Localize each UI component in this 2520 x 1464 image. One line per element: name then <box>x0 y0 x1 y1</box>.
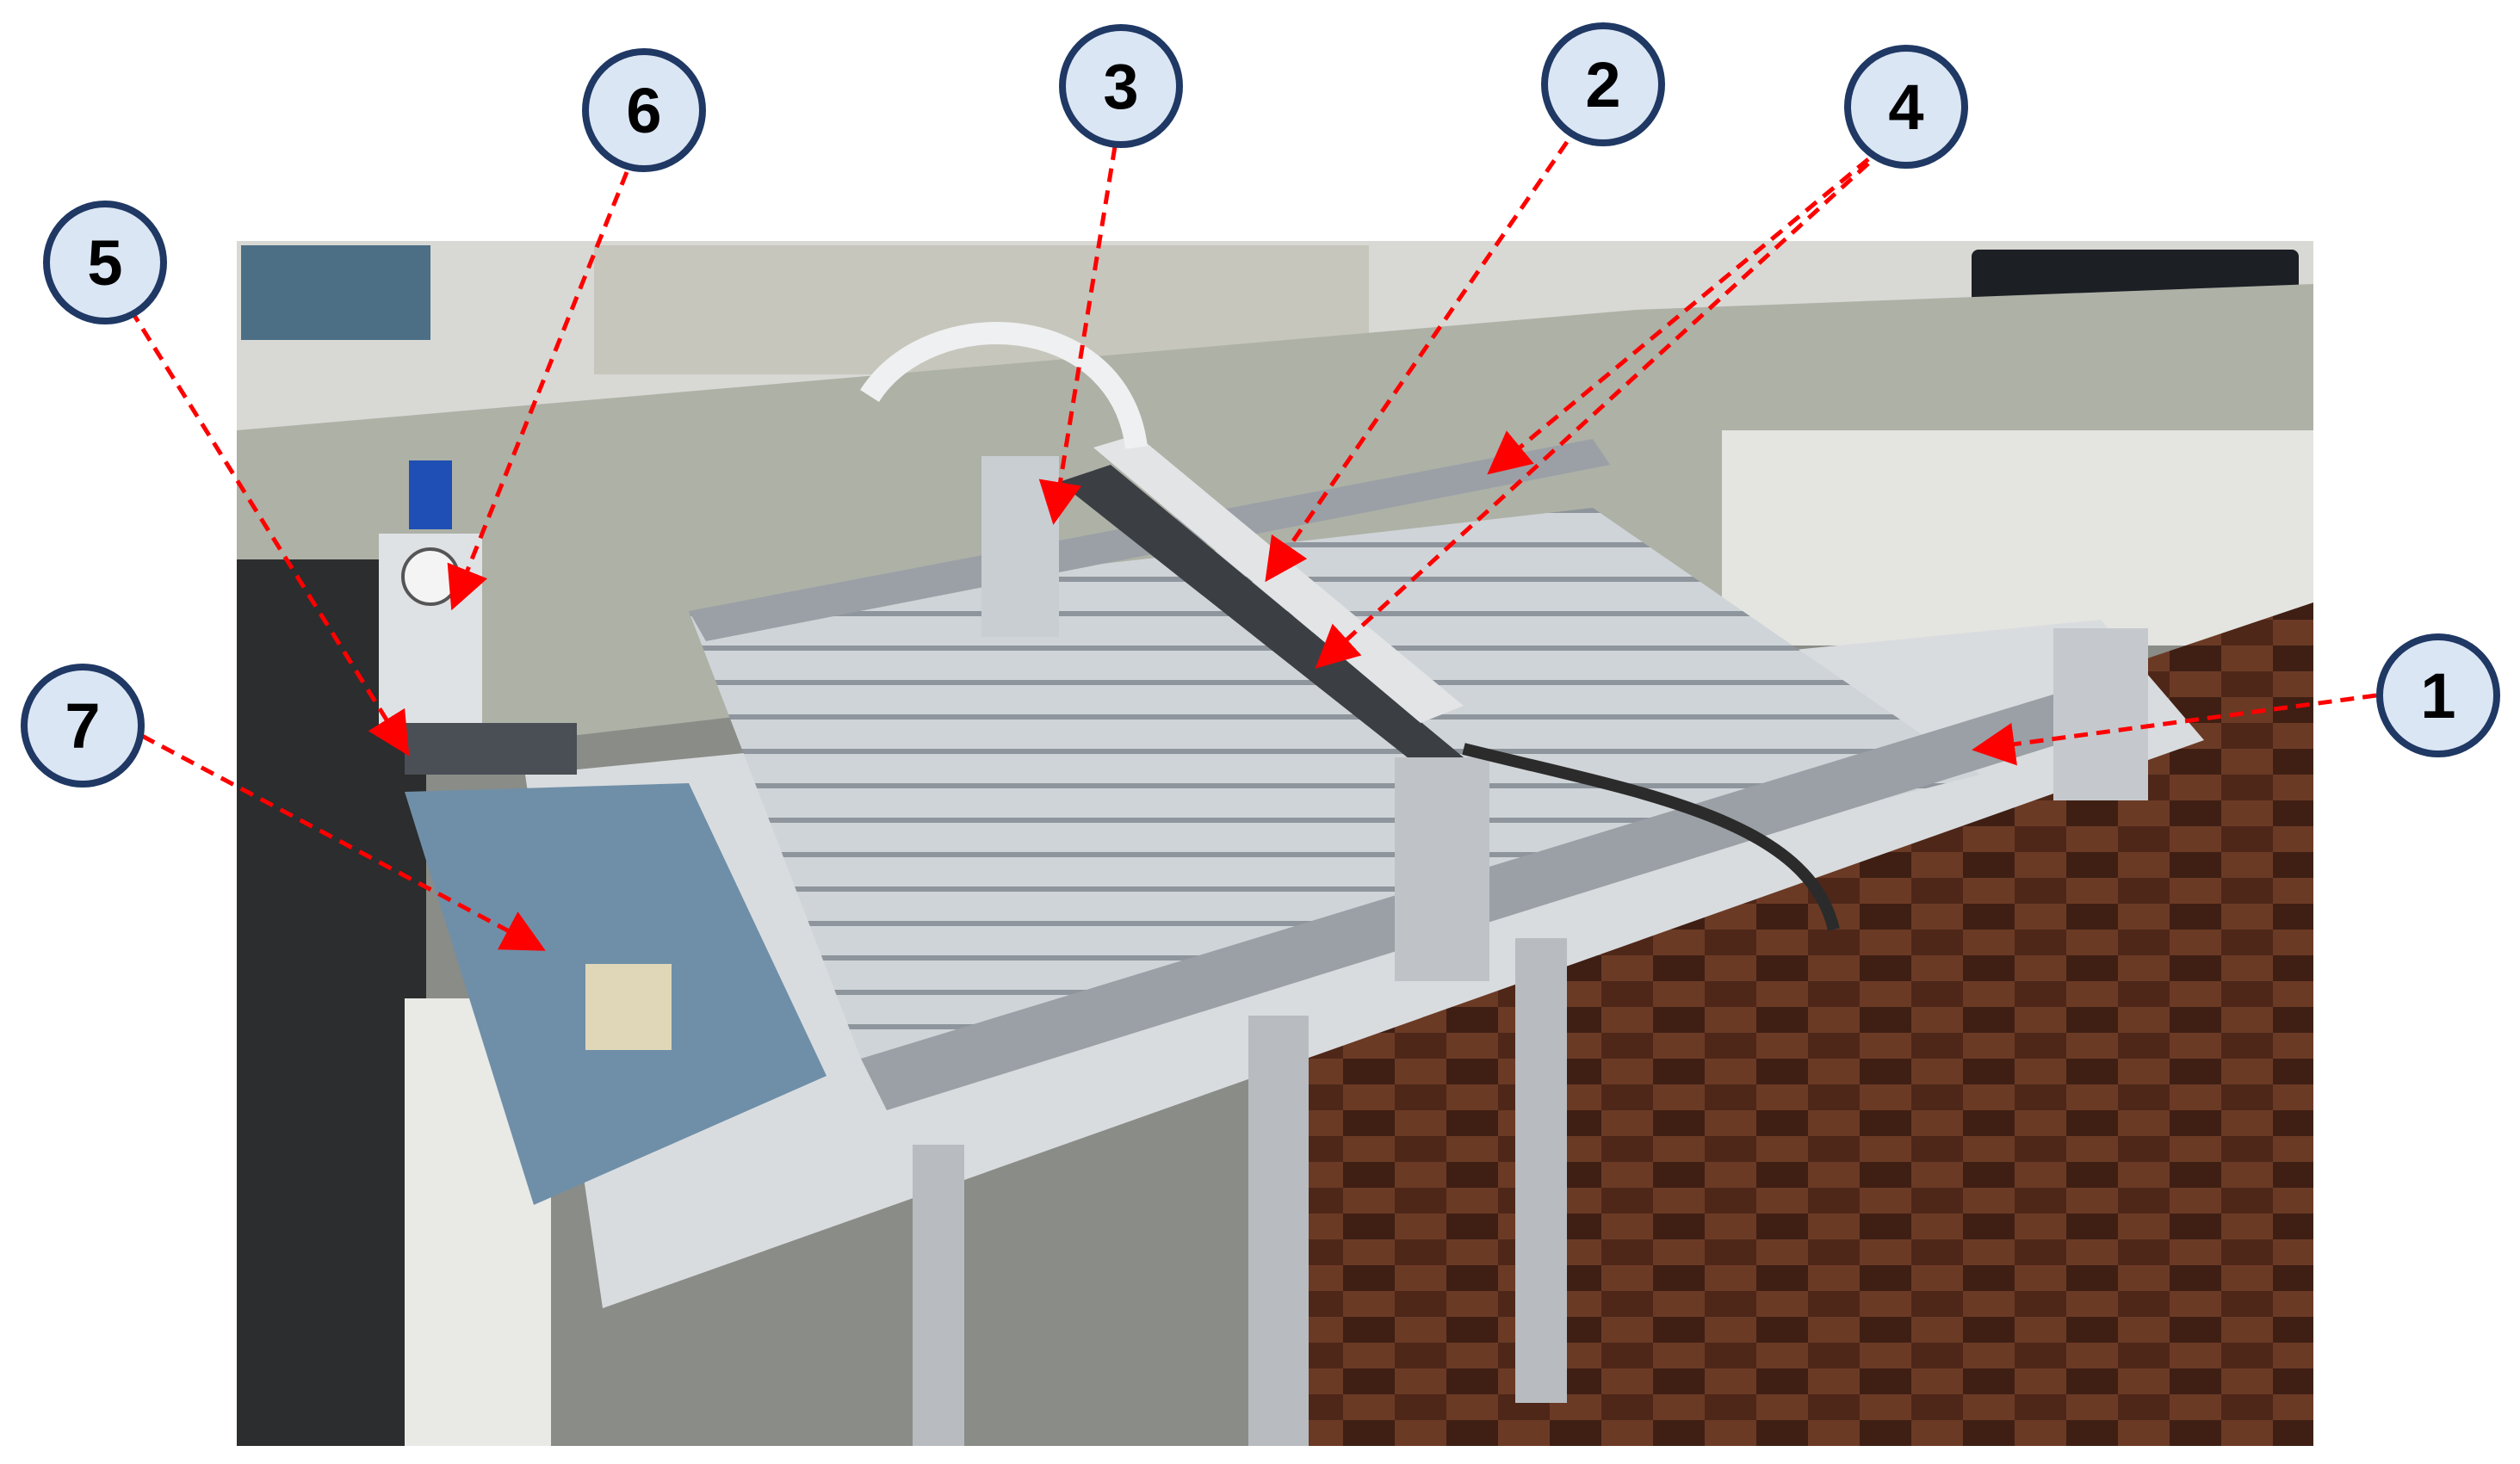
callout-2: 2 <box>1541 22 1665 146</box>
transformer <box>585 964 672 1050</box>
callout-label: 3 <box>1103 51 1138 122</box>
callout-7: 7 <box>21 664 145 788</box>
leader-line-2 <box>1265 140 1570 583</box>
filter-bowl <box>409 460 452 529</box>
table-leg <box>1515 938 1567 1403</box>
leader-line-4a <box>1487 158 1870 475</box>
callout-6: 6 <box>582 48 706 172</box>
monitor <box>241 245 430 340</box>
cnc-machine-photo <box>237 241 2313 1446</box>
callout-label: 1 <box>2420 660 2455 732</box>
leader-line-7 <box>140 733 546 951</box>
pressure-gauge <box>401 547 460 606</box>
slotted-bed <box>689 508 1980 1059</box>
callout-label: 4 <box>1888 71 1923 143</box>
floor <box>1248 602 2313 1446</box>
z-axis-unit <box>981 456 1059 637</box>
cabinet <box>1722 430 2313 646</box>
leader-line-4b <box>1315 162 1870 669</box>
gantry-carriage <box>1395 757 1489 981</box>
callout-3: 3 <box>1059 24 1183 148</box>
callout-4: 4 <box>1844 45 1968 169</box>
table-leg <box>1248 1016 1309 1446</box>
signal-cable <box>1462 743 1840 931</box>
leader-lines <box>128 140 2377 951</box>
leader-line-6 <box>447 171 629 611</box>
callout-5: 5 <box>43 201 167 324</box>
callouts: 1 2 3 4 5 6 7 <box>21 22 2500 788</box>
callout-label: 2 <box>1585 49 1620 120</box>
x-axis-endplate <box>2053 628 2148 800</box>
leader-line-5 <box>128 308 410 757</box>
table-leg <box>913 1145 964 1446</box>
pneumatic-tubes <box>860 322 1148 449</box>
leader-line-3 <box>1038 145 1118 525</box>
valve-manifold-block <box>405 723 577 775</box>
callout-label: 5 <box>87 227 122 299</box>
x-axis-rail <box>861 680 2127 1110</box>
callout-1: 1 <box>2376 633 2500 757</box>
callout-label: 6 <box>626 75 661 146</box>
callout-label: 7 <box>65 690 100 762</box>
y-axis-gantry <box>1059 465 1464 775</box>
